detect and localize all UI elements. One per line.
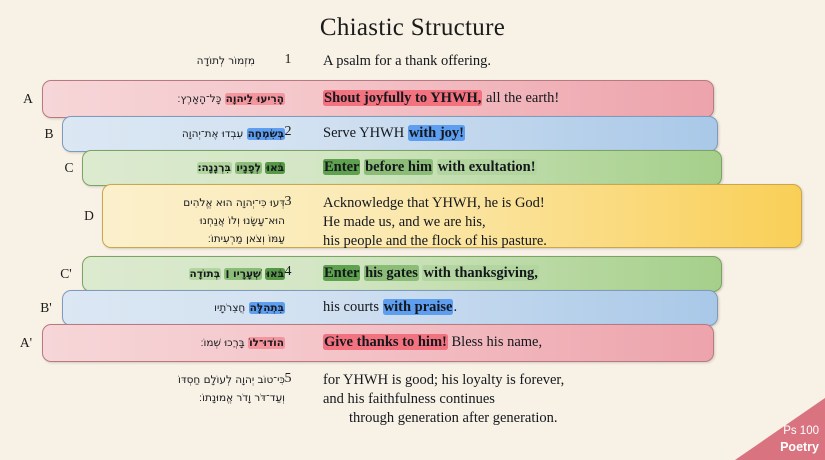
verse-5-hebrew-line-2: וְעַד־דֹּר וָדֹר אֱמוּנָתוֹ׃ bbox=[199, 392, 285, 404]
row-b-prime-english: his courts with praise. bbox=[323, 298, 457, 317]
row-d-hebrew-line-3: עַמּוֹ וְצֹאן מַרְעִיתוֹ׃ bbox=[207, 233, 285, 245]
row-b-prime-english-tail: . bbox=[453, 299, 458, 315]
row-c-prime-english-highlight-3: with thanksgiving, bbox=[422, 265, 539, 281]
page-title: Chiastic Structure bbox=[319, 14, 506, 41]
row-a-hebrew-plain: כָּל־הָאָרֶץ׃ bbox=[177, 93, 222, 105]
verse-1-english: A psalm for a thank offering. bbox=[323, 53, 492, 69]
row-label-c-prime: C' bbox=[60, 266, 72, 281]
row-d-hebrew-line-2: הוּא־עָשָׂנוּ וְלוֹ אֲנַחְנוּ bbox=[199, 215, 285, 227]
row-b-prime-english-plain: his courts bbox=[323, 299, 383, 315]
verse-1-number: 1 bbox=[284, 52, 292, 67]
row-c-prime-english-highlight-1: Enter bbox=[323, 265, 361, 281]
verse-5-english-line-3: through generation after generation. bbox=[349, 410, 558, 426]
row-b-prime-english-highlight: with praise bbox=[382, 299, 454, 315]
row-c-english-highlight-3: with exultation! bbox=[436, 159, 537, 175]
row-c-english-highlight-2: before him bbox=[364, 159, 434, 175]
verse-5-hebrew: כִּי־טוֹב יְהוָה לְעוֹלָם חַסְדּוֹ וְעַד… bbox=[150, 371, 285, 407]
verse-5-number: 5 bbox=[284, 371, 292, 386]
row-c-prime-english-highlight-2: his gates bbox=[364, 265, 419, 281]
verse-5-english-line-2: and his faithfulness continues bbox=[323, 391, 495, 407]
row-c-hebrew-highlight-2: לְפָנָיו bbox=[235, 162, 262, 174]
row-b-prime-hebrew-plain: חֲצֵרֹתָיו bbox=[214, 302, 246, 314]
row-label-c: C bbox=[64, 160, 74, 175]
row-d-english-line-2: He made us, and we are his, bbox=[323, 214, 486, 230]
ribbon-triangle-shape bbox=[735, 398, 825, 460]
chiasm-box-b[interactable] bbox=[62, 116, 718, 152]
row-c-hebrew: בֹּאוּ לְפָנָיו בִּרְנָנָה׃ bbox=[172, 159, 285, 177]
row-b-hebrew-highlight: בְּשִׂמְחָה bbox=[246, 128, 285, 140]
corner-ribbon-badge: Ps 100 Poetry bbox=[735, 398, 825, 460]
row-d-english-line-3: his people and the flock of his pasture. bbox=[323, 233, 547, 249]
row-a-prime-hebrew-plain: בָּרֲכוּ שְׁמוֹ׃ bbox=[200, 337, 245, 349]
ribbon-genre-label: Poetry bbox=[780, 440, 819, 454]
verse-5-hebrew-line-1: כִּי־טוֹב יְהוָה לְעוֹלָם חַסְדּוֹ bbox=[178, 374, 285, 386]
row-d-hebrew: דְּעוּ כִּי־יְהוָה הוּא אֱלֹהִים הוּא־עָ… bbox=[150, 194, 285, 248]
row-b-english-highlight: with joy! bbox=[407, 125, 466, 141]
row-a-prime-hebrew: הוֹדוּ־לוֹ בָּרֲכוּ שְׁמוֹ׃ bbox=[185, 334, 285, 352]
row-a-hebrew-highlight: הָרִיעוּ לַיהוָה bbox=[224, 93, 285, 105]
row-a-english-highlight: Shout joyfully to YHWH, bbox=[323, 90, 483, 106]
row-a-hebrew: הָרִיעוּ לַיהוָה כָּל־הָאָרֶץ׃ bbox=[135, 90, 285, 108]
verse-1-hebrew: מִזְמוֹר לְתוֹדָה bbox=[196, 55, 255, 67]
row-d-verse-number: 3 bbox=[284, 194, 292, 209]
row-d-english-line-1: Acknowledge that YHWH, he is God! bbox=[323, 195, 545, 211]
row-a-prime-english: Give thanks to him! Bless his name, bbox=[323, 333, 542, 352]
row-b-hebrew-plain: עִבְדוּ אֶת־יְהוָה bbox=[181, 128, 244, 140]
row-c-hebrew-highlight-3: בִּרְנָנָה׃ bbox=[196, 162, 232, 174]
row-label-a-prime: A' bbox=[19, 335, 33, 350]
row-c-hebrew-highlight-1: בֹּאוּ bbox=[265, 162, 285, 174]
verse-5-english: for YHWH is good; his loyalty is forever… bbox=[323, 371, 564, 428]
ribbon-reference-label: Ps 100 bbox=[783, 425, 819, 437]
row-label-b: B bbox=[44, 126, 54, 141]
row-label-b-prime: B' bbox=[40, 300, 52, 315]
row-c-prime-english: Enter his gates with thanksgiving, bbox=[323, 264, 539, 283]
row-a-english-plain: all the earth! bbox=[482, 90, 560, 106]
row-a-prime-hebrew-highlight: הוֹדוּ־לוֹ bbox=[248, 337, 285, 349]
row-c-english-highlight-1: Enter bbox=[323, 159, 361, 175]
row-b-verse-number: 2 bbox=[284, 124, 292, 139]
row-label-a: A bbox=[23, 91, 33, 106]
row-c-prime-verse-number: 4 bbox=[284, 264, 292, 279]
row-c-english: Enter before him with exultation! bbox=[323, 158, 537, 177]
row-d-hebrew-line-1: דְּעוּ כִּי־יְהוָה הוּא אֱלֹהִים bbox=[183, 197, 285, 209]
row-b-english: Serve YHWH with joy! bbox=[323, 124, 466, 143]
row-a-english: Shout joyfully to YHWH, all the earth! bbox=[323, 89, 559, 108]
chiasm-box-a-prime[interactable] bbox=[42, 324, 714, 362]
verse-5-english-line-1: for YHWH is good; his loyalty is forever… bbox=[323, 372, 565, 388]
row-c-prime-hebrew-highlight-2: שְׁעָרָיו ׀ bbox=[224, 268, 262, 280]
row-b-prime-hebrew: בִּתְהִלָּה חֲצֵרֹתָיו bbox=[180, 299, 285, 317]
row-c-prime-hebrew-highlight-1: בֹּאוּ bbox=[265, 268, 285, 280]
row-label-d: D bbox=[84, 208, 94, 223]
row-c-prime-hebrew: בֹּאוּ שְׁעָרָיו ׀ בְּתוֹדָה bbox=[165, 265, 285, 283]
row-a-prime-english-highlight: Give thanks to him! bbox=[323, 334, 448, 350]
row-b-prime-hebrew-highlight: בִּתְהִלָּה bbox=[248, 302, 285, 314]
row-c-prime-hebrew-highlight-3: בְּתוֹדָה bbox=[188, 268, 222, 280]
row-b-hebrew: בְּשִׂמְחָה עִבְדוּ אֶת־יְהוָה bbox=[155, 125, 285, 143]
row-b-english-plain: Serve YHWH bbox=[323, 125, 408, 141]
row-d-english: Acknowledge that YHWH, he is God! He mad… bbox=[323, 194, 547, 251]
chiasm-box-d[interactable] bbox=[102, 184, 802, 248]
row-a-prime-english-plain: Bless his name, bbox=[447, 334, 543, 350]
